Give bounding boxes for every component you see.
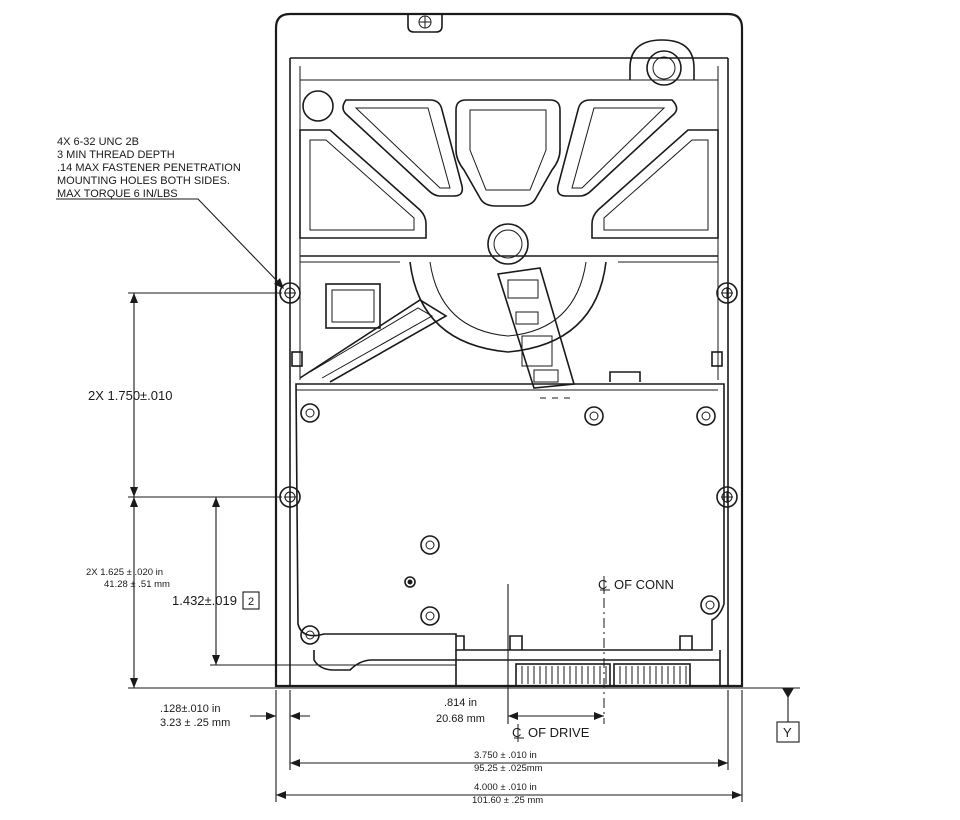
callout-note: 4X 6-32 UNC 2B 3 MIN THREAD DEPTH .14 MA… [57,136,241,200]
callout-line-2: 3 MIN THREAD DEPTH [57,149,175,161]
callout-line-4: MOUNTING HOLES BOTH SIDES. [57,175,230,187]
dim-overall-width-mm: 101.60 ± .25 mm [472,795,543,806]
mid-casting [291,255,723,389]
spindle [487,223,529,265]
callout-leader [56,198,284,289]
dim-conn-height: 1.432±.019 [172,593,237,608]
svg-text:C: C [598,577,607,592]
casting-pockets [299,99,719,239]
top-notch [407,14,443,33]
datum-box [776,721,800,743]
callout-line-5: MAX TORQUE 6 IN/LBS [57,188,178,200]
dim-conn-offset-in: .814 in [444,697,477,709]
dim-bottom-hole-mm: 41.28 ± .51 mm [104,579,170,590]
dim-overall-width-in: 4.000 ± .010 in [474,782,537,793]
side-mount-hole-upper-right [716,282,738,304]
dim-hole-spacing: 2X 1.750±.010 [88,388,172,403]
label-cl-conn: OF CONN [614,577,674,592]
side-mount-hole-lower-left [279,486,301,508]
dim-side-offset-mm: 3.23 ± .25 mm [160,717,230,729]
label-cl-drive: OF DRIVE [528,725,590,740]
centerline-symbol-conn: C [598,576,610,594]
centerline-symbol-drive: C [512,724,524,742]
dimension-lines [128,292,800,802]
pcb-screws [300,403,720,645]
upper-left-boss [302,90,334,122]
callout-line-1: 4X 6-32 UNC 2B [57,136,139,148]
ref-box [242,591,260,610]
sata-connector [313,635,721,687]
dim-conn-offset-mm: 20.68 mm [436,713,485,725]
pcb-board [295,383,725,651]
dim-bottom-hole-in: 2X 1.625 ± .020 in [86,567,163,578]
dim-conn-height-ref: 2 [248,596,254,608]
callout-line-3: .14 MAX FASTENER PENETRATION [57,162,241,174]
dim-side-offset-in: .128±.010 in [160,703,220,715]
datum-label: Y [783,725,792,740]
svg-text:C: C [512,725,521,740]
upper-right-boss [629,39,695,86]
dim-hole-width-in: 3.750 ± .010 in [474,750,537,761]
dim-hole-width-mm: 95.25 ± .025mm [474,763,543,774]
side-mount-hole-lower-right [716,486,738,508]
